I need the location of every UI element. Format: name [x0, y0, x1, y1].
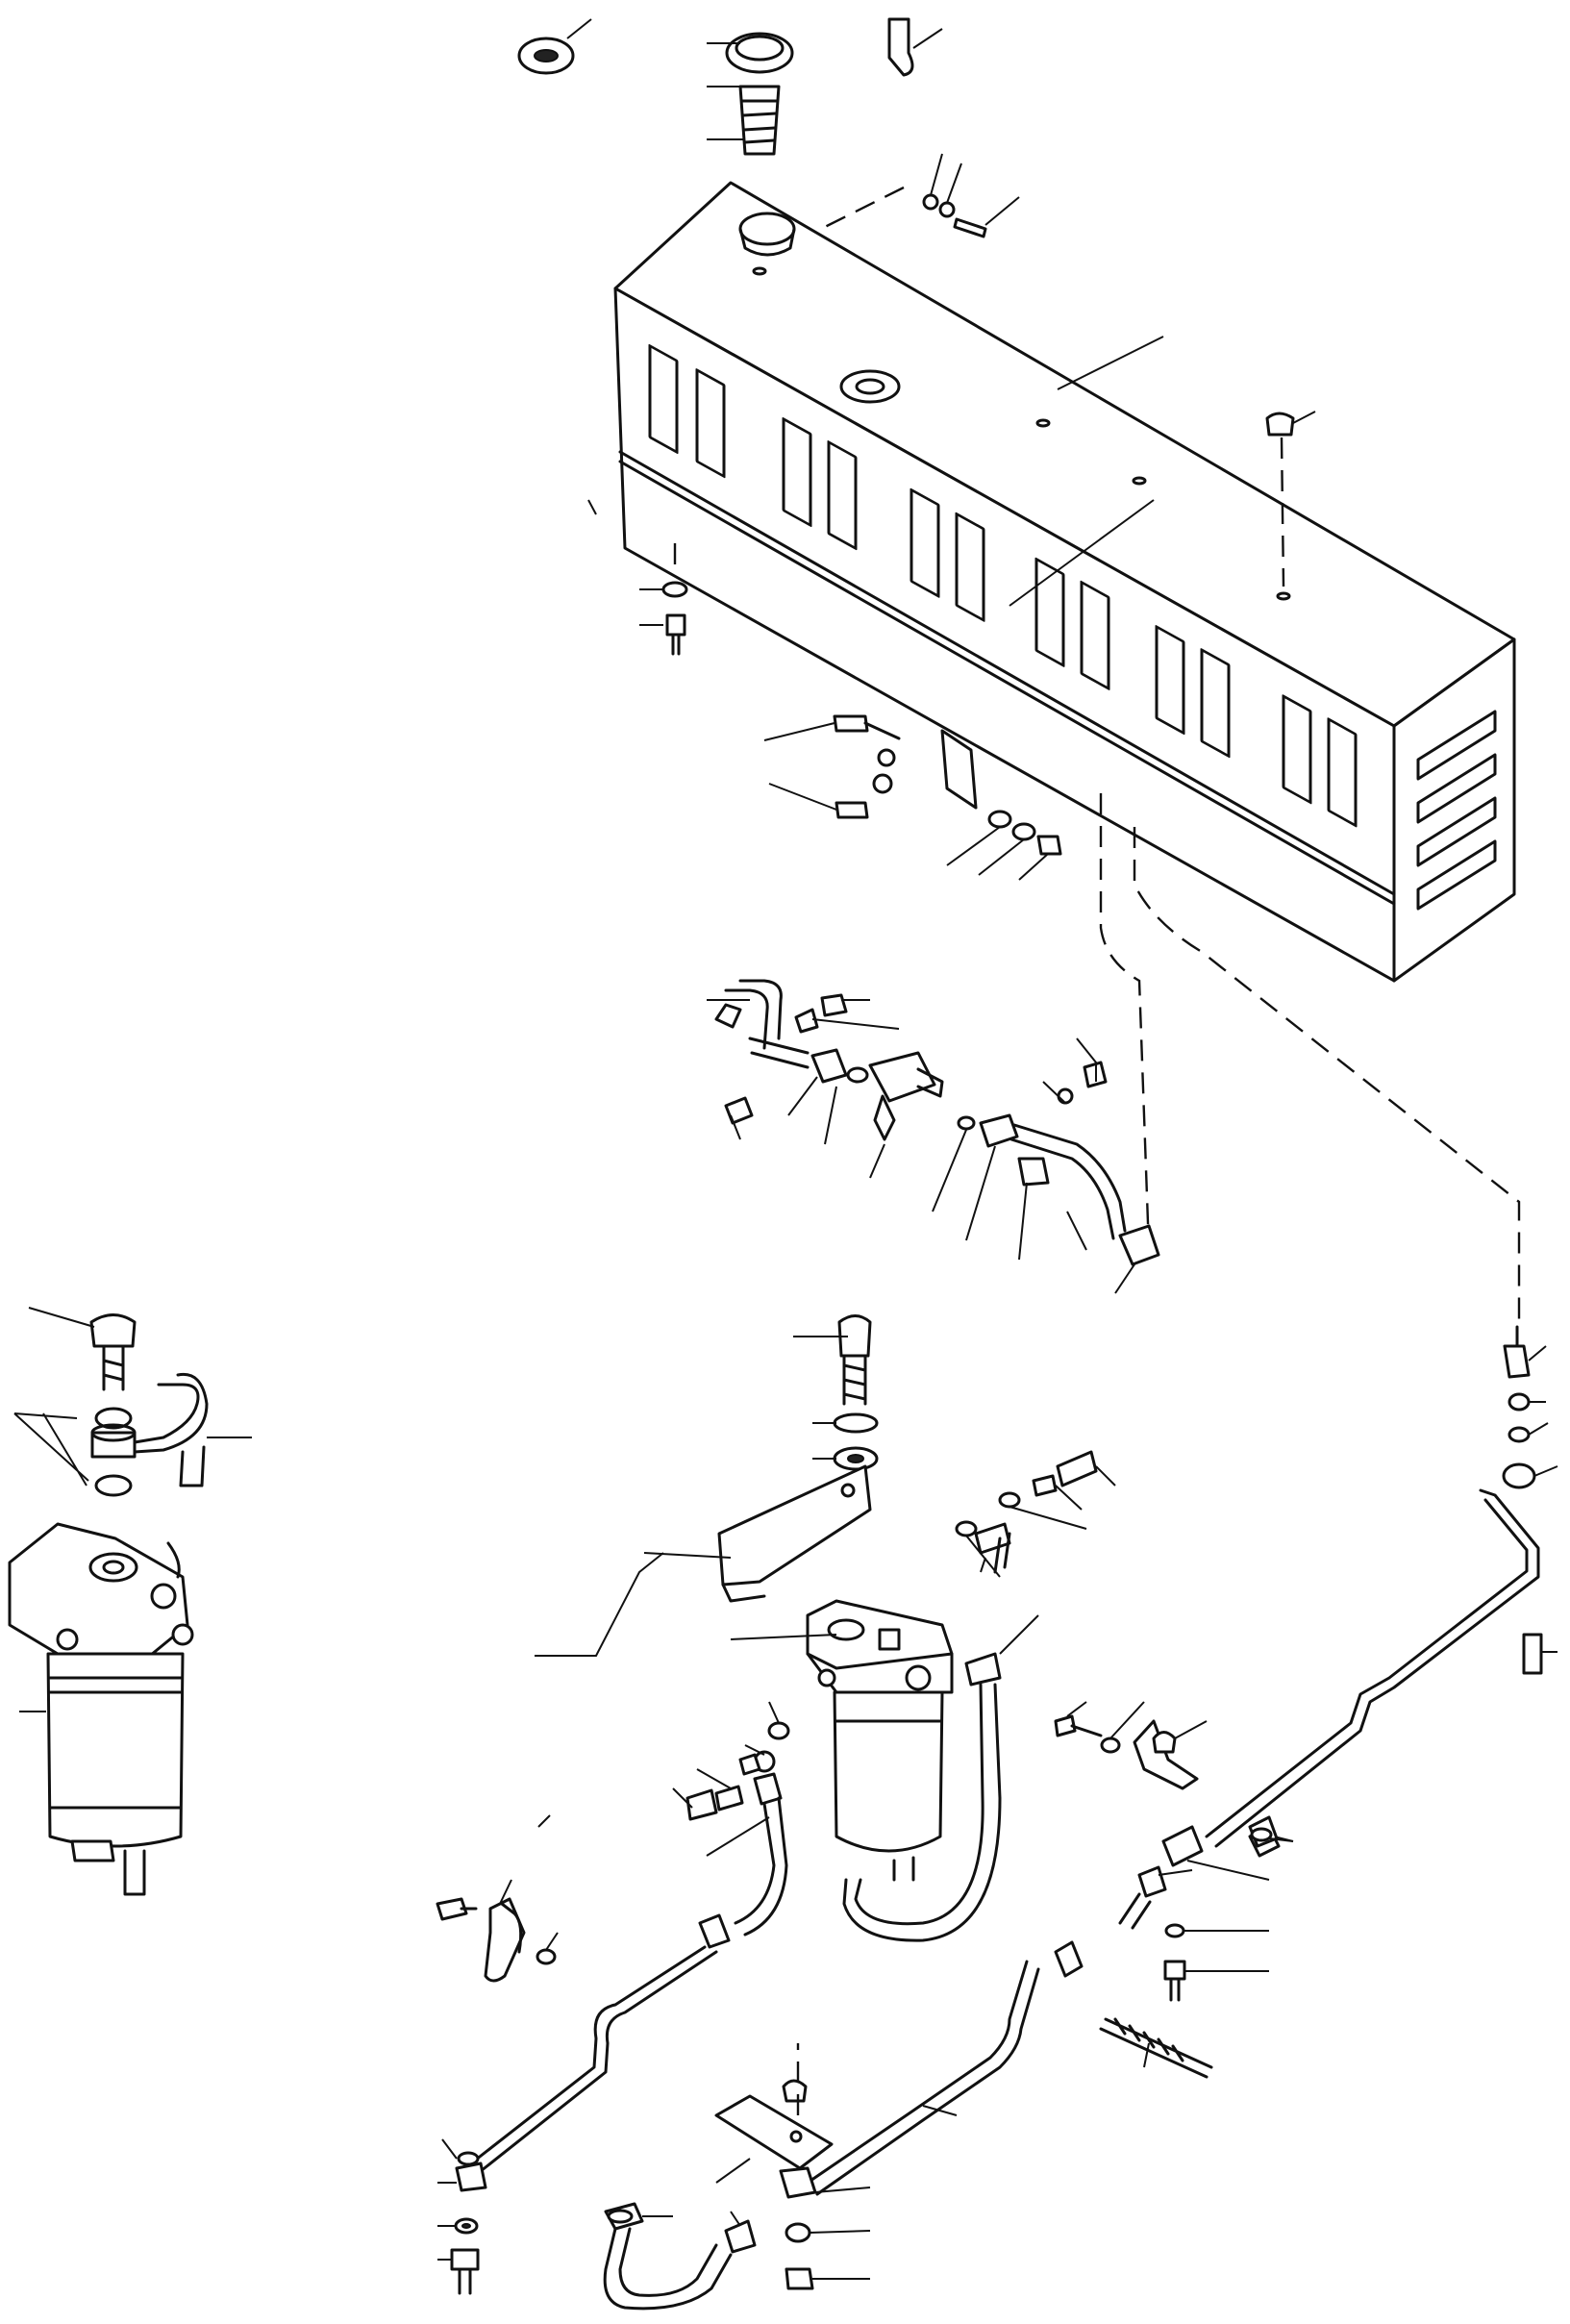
fuel-tank [613, 181, 1516, 983]
filter-left-fittings [672, 1701, 790, 1937]
filter-inset-detail [8, 1307, 252, 1896]
tank-cap-assembly [517, 17, 943, 156]
stray-leader-marks [537, 499, 597, 1828]
bottom-bracket-hose [603, 2043, 834, 2311]
tank-left-bolts [639, 543, 688, 656]
tank-bracket-hardware [763, 714, 1062, 881]
tank-return-line-dashed [1133, 827, 1521, 1327]
right-fuel-line [1118, 1325, 1558, 1930]
tank-top-bolts [816, 153, 1316, 587]
fuel-filter-main [535, 1314, 954, 1882]
tank-fuel-line-dashed [1099, 793, 1151, 1251]
tank-louvers [648, 343, 1358, 828]
left-clip-hardware [436, 1879, 559, 1983]
left-fuel-line [437, 1913, 731, 2295]
drain-valve-assembly [707, 979, 1160, 1294]
filter-right-fittings [842, 1450, 1116, 1942]
right-bracket-hardware [1054, 1701, 1294, 2079]
bottom-right-fittings [779, 1940, 1084, 2290]
